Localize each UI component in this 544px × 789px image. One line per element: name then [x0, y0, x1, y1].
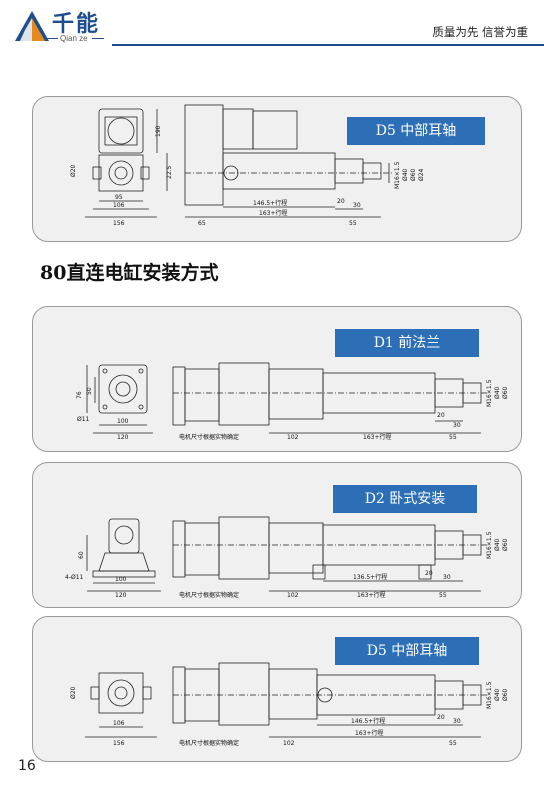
dim-d20: Ø20: [70, 686, 77, 699]
dim-156: 156: [113, 220, 125, 227]
dim-146-5-stroke: 146.5+行程: [351, 717, 385, 725]
dim-d24: Ø24: [418, 168, 425, 181]
dim-d60: Ø60: [502, 538, 509, 551]
dim-102: 102: [287, 434, 299, 441]
panel-tag: D5 中部耳轴: [335, 637, 479, 665]
motor-size-note: 电机尺寸根据实物确定: [179, 433, 239, 441]
dim-d40: Ø40: [494, 538, 501, 551]
dim-146-5-stroke: 146.5+行程: [253, 199, 287, 207]
logo-dash-left: [46, 38, 58, 39]
page-number: 16: [18, 758, 36, 774]
dim-20: 20: [437, 412, 445, 419]
dim-65: 65: [198, 220, 206, 227]
install-panel-d2: 60 4-Ø11 100 120 电机尺寸根据实物确定 102 136.5+行程…: [32, 462, 522, 608]
dim-60: 60: [78, 551, 85, 559]
dim-20: 20: [425, 570, 433, 577]
dim-163-stroke: 163+行程: [363, 433, 391, 441]
dim-55: 55: [449, 740, 457, 747]
drawing-d5-bottom: Ø20 106 156 电机尺寸根据实物确定 102 146.5+行程 163+…: [70, 662, 509, 747]
dim-120: 120: [115, 592, 127, 599]
drawing-d1: 76 50 Ø11 100 120 电机尺寸根据实物确定 102 163+行程 …: [76, 362, 509, 441]
dim-102: 102: [283, 740, 295, 747]
dim-30: 30: [353, 202, 361, 209]
dim-22-5: 22.5: [166, 165, 173, 179]
dim-20: 20: [437, 714, 445, 721]
dim-163-stroke: 163+行程: [355, 729, 383, 737]
panel-tag: D1 前法兰: [335, 329, 479, 357]
dim-100: 100: [115, 576, 127, 583]
dim-m16: M16×1.5: [394, 161, 401, 189]
install-panel-d5-top: Ø20 190 22.5 95 106 156 65 146.5+行程 163+…: [32, 96, 522, 242]
dim-156: 156: [113, 740, 125, 747]
dim-120: 120: [117, 434, 129, 441]
dim-55: 55: [349, 220, 357, 227]
dim-95: 95: [115, 194, 123, 201]
dim-d40: Ø40: [494, 386, 501, 399]
install-panel-d5-bottom: Ø20 106 156 电机尺寸根据实物确定 102 146.5+行程 163+…: [32, 616, 522, 762]
dim-d60: Ø60: [502, 386, 509, 399]
dim-30: 30: [453, 718, 461, 725]
dim-d60: Ø60: [502, 688, 509, 701]
dim-d40: Ø40: [402, 168, 409, 181]
panel-tag: D2 卧式安装: [333, 485, 477, 513]
dim-m16: M16×1.5: [486, 681, 493, 709]
dim-4-hole-11: 4-Ø11: [65, 574, 84, 581]
dim-d40: Ø40: [494, 688, 501, 701]
dim-190: 190: [155, 125, 162, 137]
dim-d20: Ø20: [70, 164, 77, 177]
logo-subtext: Qian ze: [60, 34, 88, 43]
header-rule: [112, 44, 544, 46]
page-header: 千能 Qian ze 质量为先 信誉为重: [0, 0, 544, 50]
dim-102: 102: [287, 592, 299, 599]
drawing-d2: 60 4-Ø11 100 120 电机尺寸根据实物确定 102 136.5+行程…: [65, 516, 509, 599]
logo-dash-right: [92, 38, 104, 39]
header-slogan: 质量为先 信誉为重: [432, 25, 528, 39]
install-panel-d1: 76 50 Ø11 100 120 电机尺寸根据实物确定 102 163+行程 …: [32, 306, 522, 452]
dim-m16: M16×1.5: [486, 531, 493, 559]
dim-d60: Ø60: [410, 168, 417, 181]
dim-106: 106: [113, 720, 125, 727]
dim-100: 100: [117, 418, 129, 425]
dim-55: 55: [449, 434, 457, 441]
dim-55: 55: [439, 592, 447, 599]
drawing-d5-top: Ø20 190 22.5 95 106 156 65 146.5+行程 163+…: [70, 104, 425, 227]
dim-50: 50: [86, 387, 93, 395]
dim-76: 76: [76, 391, 83, 399]
motor-size-note: 电机尺寸根据实物确定: [179, 739, 239, 747]
dim-20: 20: [337, 198, 345, 205]
dim-136-5-stroke: 136.5+行程: [353, 573, 387, 581]
dim-30: 30: [453, 422, 461, 429]
dim-m16: M16×1.5: [486, 379, 493, 407]
logo-text: 千能: [52, 11, 101, 37]
company-logo-icon: [15, 11, 49, 41]
motor-size-note: 电机尺寸根据实物确定: [179, 591, 239, 599]
dim-106: 106: [113, 202, 125, 209]
dim-163-stroke: 163+行程: [259, 209, 287, 217]
section-title: 80直连电缸安装方式: [40, 262, 219, 284]
dim-163-stroke: 163+行程: [357, 591, 385, 599]
dim-30: 30: [443, 574, 451, 581]
dim-hole-11: Ø11: [77, 416, 90, 423]
panel-tag: D5 中部耳轴: [347, 117, 485, 145]
